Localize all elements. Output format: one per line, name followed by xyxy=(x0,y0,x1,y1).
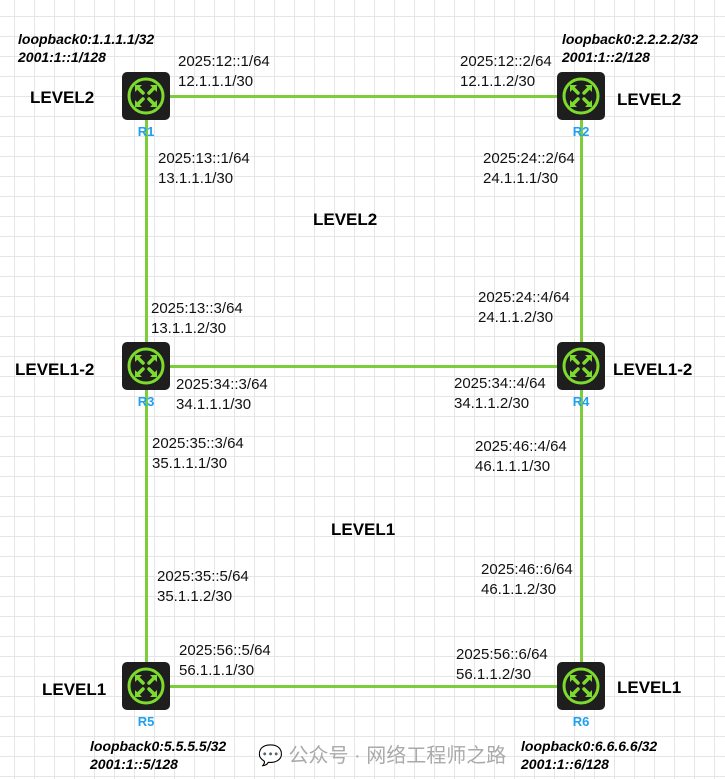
router-r6[interactable] xyxy=(557,662,605,710)
router-name: R1 xyxy=(137,124,155,139)
link-r1-r3-r5[interactable] xyxy=(145,96,148,686)
watermark: 💬 公众号 · 网络工程师之路 xyxy=(258,745,507,767)
wechat-icon: 💬 xyxy=(258,745,289,767)
area-label-level2: LEVEL2 xyxy=(313,210,378,229)
router-name: R4 xyxy=(572,394,590,409)
r6-level: LEVEL1 xyxy=(617,678,682,697)
area-label-level1: LEVEL1 xyxy=(331,520,396,539)
router-name: R6 xyxy=(572,714,590,729)
router-r2[interactable] xyxy=(557,72,605,120)
router-r4[interactable] xyxy=(557,342,605,390)
router-r5[interactable] xyxy=(122,662,170,710)
r3-level: LEVEL1-2 xyxy=(15,360,95,379)
router-name: R3 xyxy=(137,394,155,409)
r2-level: LEVEL2 xyxy=(617,90,682,109)
link-r3-r4[interactable] xyxy=(145,365,580,368)
r5-level: LEVEL1 xyxy=(42,680,107,699)
router-r3[interactable] xyxy=(122,342,170,390)
link-r1-r2[interactable] xyxy=(145,95,580,98)
r4-level: LEVEL1-2 xyxy=(613,360,693,379)
link-r5-r6[interactable] xyxy=(145,685,580,688)
link-r2-r4-r6[interactable] xyxy=(580,96,583,686)
router-name: R5 xyxy=(137,714,155,729)
router-r1[interactable] xyxy=(122,72,170,120)
r1-level: LEVEL2 xyxy=(30,88,95,107)
router-name: R2 xyxy=(572,124,590,139)
